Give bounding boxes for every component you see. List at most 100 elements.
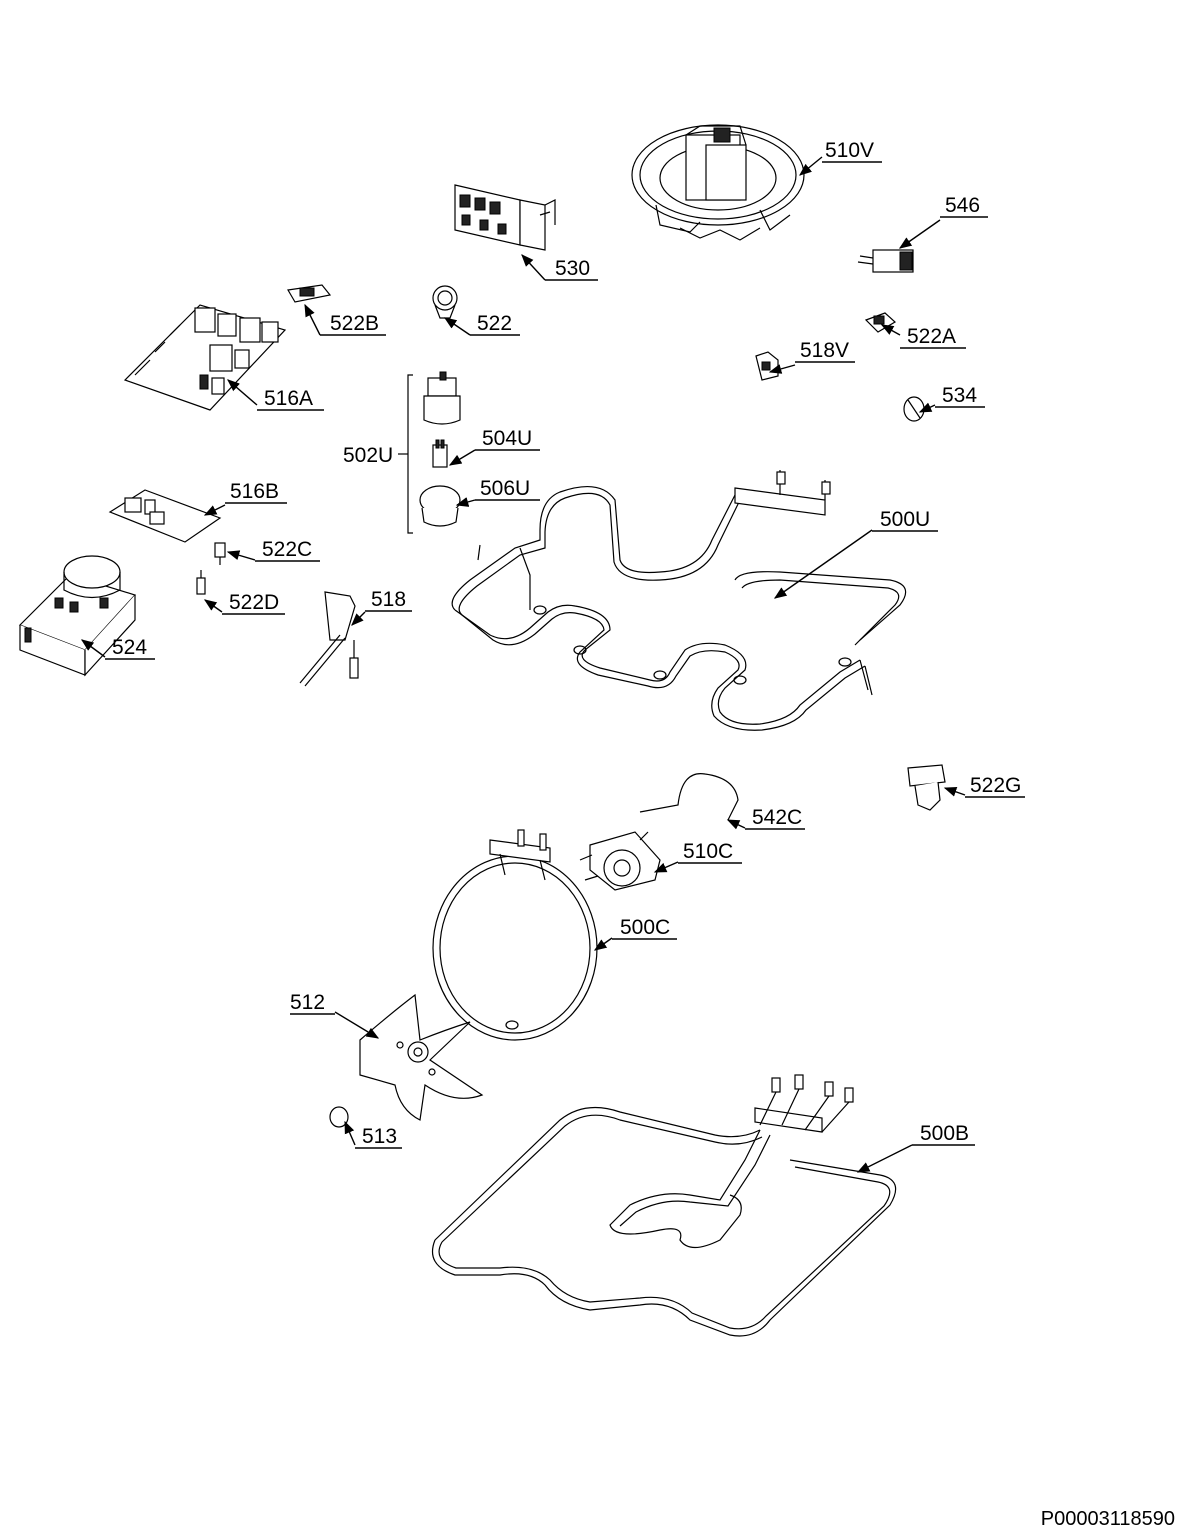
callout-534: 534 xyxy=(918,384,985,413)
part-510C-drawing xyxy=(579,831,661,891)
part-530-drawing xyxy=(454,184,556,251)
leader-arrow xyxy=(768,364,796,374)
part-522-drawing xyxy=(432,285,458,319)
part-label-516A: 516A xyxy=(264,387,313,410)
leader-arrow xyxy=(227,379,258,406)
callout-500B: 500B xyxy=(856,1122,975,1173)
leader-arrow xyxy=(443,317,471,336)
leader-arrow xyxy=(455,497,476,507)
part-label-542C: 542C xyxy=(752,806,802,829)
part-502U-drawing xyxy=(398,371,461,534)
callout-500C: 500C xyxy=(593,916,677,951)
callout-522A: 522A xyxy=(880,324,966,349)
leader-arrow xyxy=(773,529,873,599)
callout-522D: 522D xyxy=(203,591,285,615)
part-522A-drawing xyxy=(864,312,897,333)
callout-516A: 516A xyxy=(227,379,324,411)
part-label-530: 530 xyxy=(555,257,590,280)
callout-516B: 516B xyxy=(203,480,287,516)
part-522C-drawing xyxy=(214,542,226,565)
part-label-522D: 522D xyxy=(229,591,279,614)
part-516A-drawing xyxy=(123,304,287,411)
part-500C-drawing xyxy=(432,829,598,1041)
part-512-drawing xyxy=(359,993,484,1121)
callout-518: 518 xyxy=(351,588,412,626)
callout-522B: 522B xyxy=(304,303,386,336)
leader-arrow xyxy=(593,937,613,951)
part-label-522A: 522A xyxy=(907,325,956,348)
leader-arrow xyxy=(943,786,966,797)
leader-arrow xyxy=(203,504,226,516)
part-label-522B: 522B xyxy=(330,312,379,335)
callout-522C: 522C xyxy=(226,538,320,562)
part-522G-drawing xyxy=(907,764,946,811)
part-522B-drawing xyxy=(287,284,332,303)
leader-arrow xyxy=(351,611,366,626)
leader-arrow xyxy=(226,550,256,561)
callout-504U: 504U xyxy=(448,427,540,466)
part-label-546: 546 xyxy=(945,194,980,217)
callout-506U: 506U xyxy=(455,477,540,507)
part-label-502U: 502U xyxy=(343,444,393,467)
part-534-drawing xyxy=(903,396,925,422)
part-label-512: 512 xyxy=(290,991,325,1014)
part-510V-drawing xyxy=(631,124,805,241)
callout-510V: 510V xyxy=(799,139,882,176)
leader-arrow xyxy=(203,599,223,613)
callout-524: 524 xyxy=(80,636,155,660)
callout-522: 522 xyxy=(443,312,520,336)
leader-arrow xyxy=(334,1011,380,1039)
leader-arrow xyxy=(448,449,476,466)
leader-arrow xyxy=(653,861,679,873)
part-callouts: 510V 546 530 522B 522 522A 518V 516A 534 504U 502U… xyxy=(80,139,1025,1173)
part-522D-drawing xyxy=(196,570,206,595)
callout-510C: 510C xyxy=(653,840,742,873)
part-label-522C: 522C xyxy=(262,538,312,561)
callout-530: 530 xyxy=(521,254,598,281)
diagram-code: P00003118590 xyxy=(1041,1508,1175,1530)
callout-502U: 502U xyxy=(343,444,393,467)
part-label-522: 522 xyxy=(477,312,512,335)
part-label-518: 518 xyxy=(371,588,406,611)
part-label-524: 524 xyxy=(112,636,147,659)
part-label-513: 513 xyxy=(362,1125,397,1148)
leader-arrow xyxy=(344,1120,356,1146)
part-516B-drawing xyxy=(108,489,222,543)
part-label-522G: 522G xyxy=(970,774,1021,797)
part-label-504U: 504U xyxy=(482,427,532,450)
part-label-506U: 506U xyxy=(480,477,530,500)
part-label-500C: 500C xyxy=(620,916,670,939)
part-label-510V: 510V xyxy=(825,139,874,162)
callout-542C: 542C xyxy=(726,806,805,830)
part-518V-drawing xyxy=(755,351,779,381)
part-label-510C: 510C xyxy=(683,840,733,863)
part-label-500B: 500B xyxy=(920,1122,969,1145)
callout-522G: 522G xyxy=(943,774,1025,798)
leader-arrow xyxy=(304,303,321,336)
leader-arrow xyxy=(726,819,746,830)
part-label-500U: 500U xyxy=(880,508,930,531)
callout-546: 546 xyxy=(898,194,988,249)
part-524-drawing xyxy=(18,555,137,677)
leader-arrow xyxy=(898,219,941,249)
callout-512: 512 xyxy=(290,991,380,1039)
part-500B-drawing xyxy=(431,1074,897,1337)
part-513-drawing xyxy=(329,1106,349,1128)
part-500U-drawing xyxy=(451,470,907,731)
part-label-534: 534 xyxy=(942,384,977,407)
callout-500U: 500U xyxy=(773,508,938,599)
part-label-516B: 516B xyxy=(230,480,279,503)
leader-arrow xyxy=(856,1144,913,1173)
part-542C-drawing xyxy=(639,773,739,821)
leader-arrow xyxy=(918,402,936,413)
leader-arrow xyxy=(880,324,901,336)
part-546-drawing xyxy=(857,249,914,273)
leader-arrow xyxy=(80,639,106,658)
callout-518V: 518V xyxy=(768,339,855,374)
callout-513: 513 xyxy=(344,1120,402,1149)
leader-arrow xyxy=(799,156,823,176)
part-label-518V: 518V xyxy=(800,339,849,362)
leader-arrow xyxy=(521,254,546,281)
